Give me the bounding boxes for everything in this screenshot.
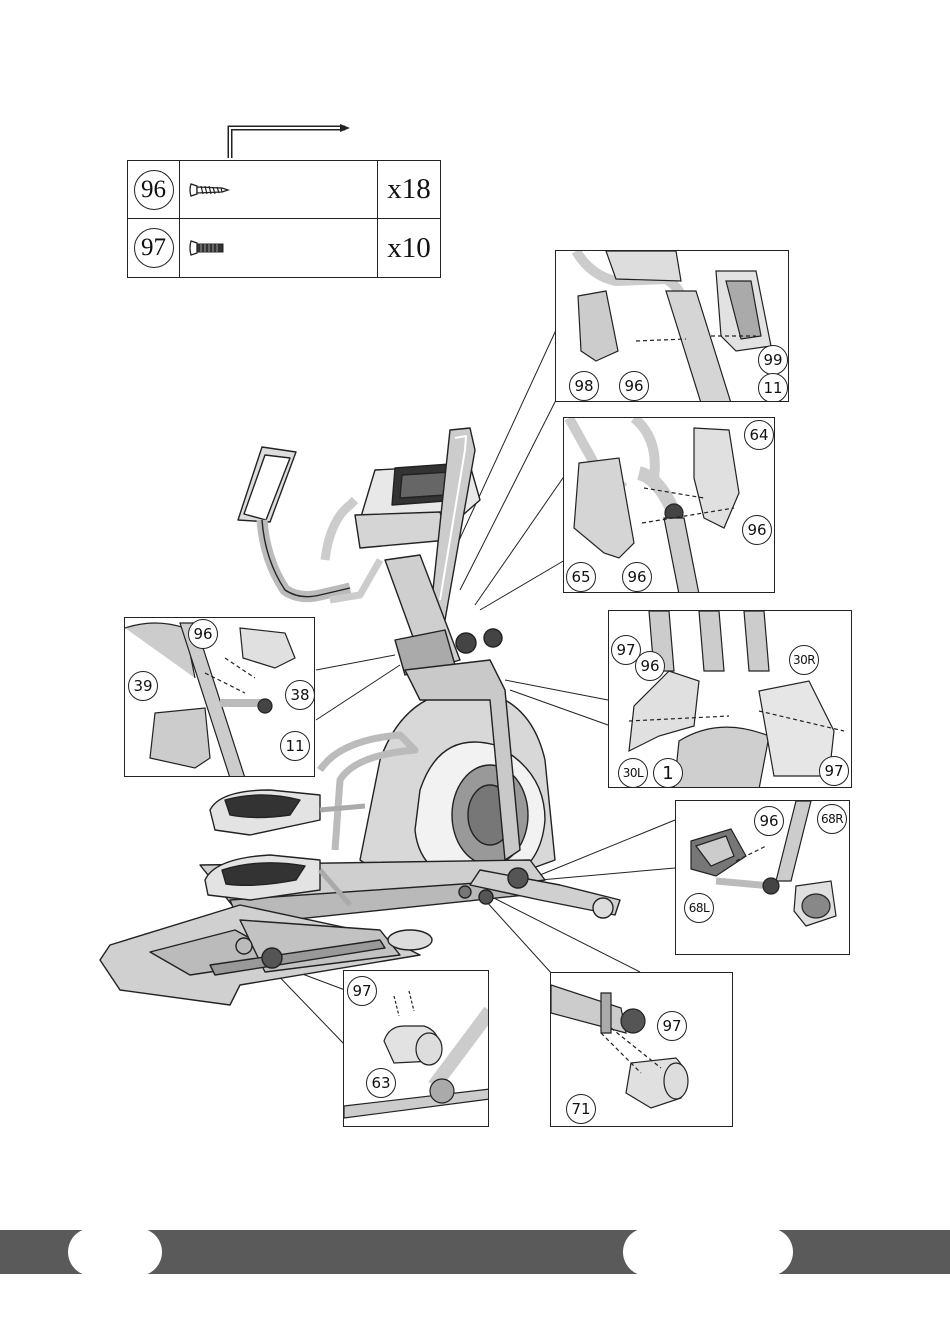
part-callout: 68L (684, 893, 714, 923)
part-callout: 63 (366, 1068, 396, 1098)
handlebar-pivot-drawing (564, 418, 775, 593)
part-callout: 96 (619, 371, 649, 401)
inset-rail-end: 97 71 (550, 972, 733, 1127)
part-callout: 68R (817, 804, 847, 834)
page-number-pill-right (623, 1228, 793, 1276)
inset-rear-shroud: 97 96 30R 30L 1 97 (608, 610, 852, 788)
rear-shroud-drawing (609, 611, 852, 788)
part-callout: 71 (566, 1094, 596, 1124)
part-callout: 96 (188, 619, 218, 649)
part-callout: 96 (742, 515, 772, 545)
part-callout: 11 (280, 731, 310, 761)
part-callout: 97 (657, 1011, 687, 1041)
part-callout: 11 (758, 373, 788, 402)
inset-pedal-axle: 97 63 (343, 970, 489, 1127)
part-callout: 98 (569, 371, 599, 401)
inset-handlebar-pivot: 64 96 65 96 (563, 417, 775, 593)
part-callout: 1 (653, 758, 683, 788)
part-callout: 96 (635, 651, 665, 681)
inset-crank-cover: 96 68R 68L (675, 800, 850, 955)
part-callout: 64 (744, 420, 774, 450)
part-callout: 96 (622, 562, 652, 592)
part-callout: 30R (789, 645, 819, 675)
part-callout: 65 (566, 562, 596, 592)
part-callout: 39 (128, 671, 158, 701)
part-callout: 97 (819, 756, 849, 786)
inset-left-arm: 96 39 38 11 (124, 617, 315, 777)
part-callout: 30L (618, 758, 648, 788)
inset-console-cover: 98 96 99 11 (555, 250, 789, 402)
part-callout: 97 (347, 976, 377, 1006)
part-callout: 99 (758, 345, 788, 375)
part-callout: 38 (285, 680, 315, 710)
part-callout: 96 (754, 806, 784, 836)
page-number-pill-left (68, 1228, 162, 1276)
